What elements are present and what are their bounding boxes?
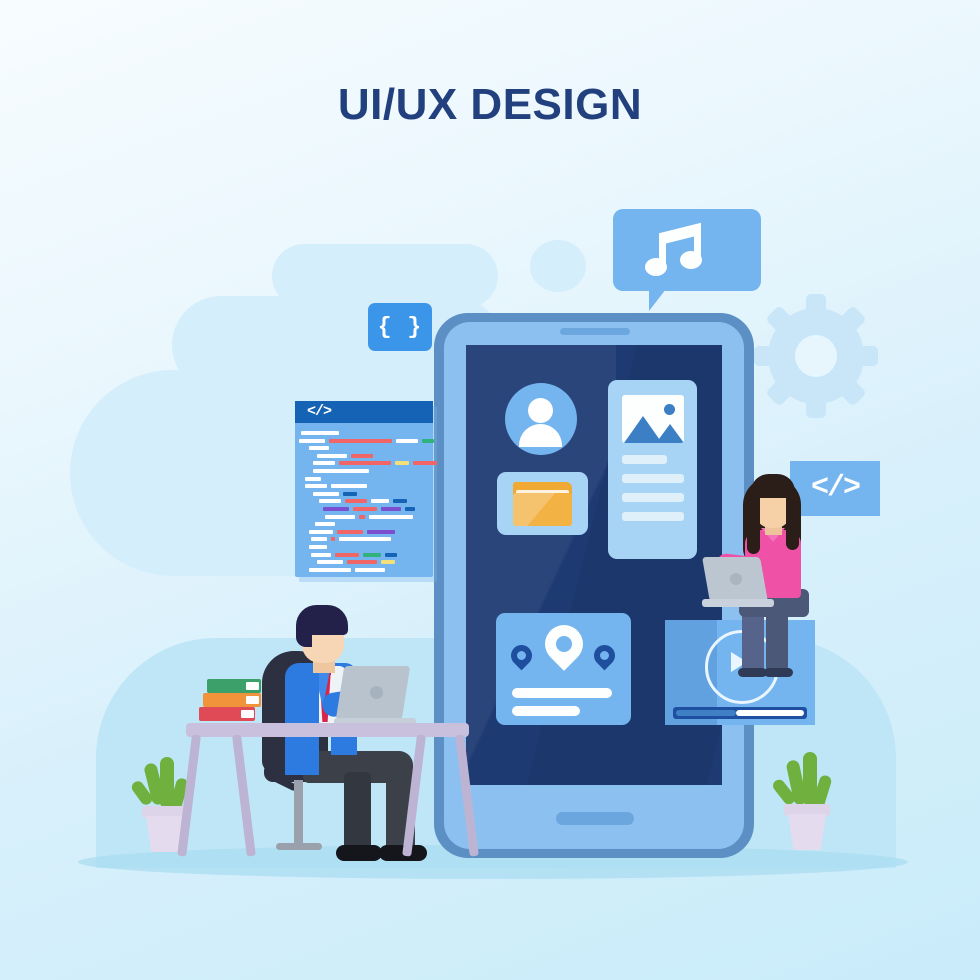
image-card-text-line [622, 493, 684, 502]
code-token [309, 529, 333, 534]
code-token [359, 514, 365, 519]
map-card-text-line [512, 688, 612, 698]
desk-top [186, 723, 469, 737]
man-laptop-logo [370, 686, 383, 699]
code-token [393, 499, 407, 504]
office-chair-base [276, 843, 322, 850]
phone-home-button[interactable] [556, 812, 634, 825]
code-token [331, 537, 335, 542]
code-token [367, 529, 395, 534]
code-token [381, 560, 395, 565]
code-token [325, 514, 355, 519]
code-token [353, 507, 377, 511]
code-token [313, 491, 339, 496]
image-card-text-line [622, 455, 667, 464]
music-note-head-right [680, 251, 702, 269]
code-token [347, 560, 377, 565]
cloud-dot [530, 240, 586, 292]
code-token [355, 567, 385, 572]
code-token [369, 514, 413, 519]
code-token [351, 453, 373, 458]
music-note-stem-left [659, 234, 666, 268]
woman-laptop-base [702, 599, 774, 607]
code-token [313, 461, 335, 466]
folder-icon-line [516, 490, 569, 494]
folder-icon-tab [513, 482, 543, 490]
code-editor-body [295, 427, 437, 577]
code-tag-badge: </> [790, 461, 880, 516]
map-pin-small-left-hole [517, 651, 526, 660]
code-token [396, 438, 418, 443]
code-token [311, 552, 331, 557]
code-token [313, 469, 369, 473]
braces-badge: { } [368, 303, 432, 351]
code-token [345, 499, 367, 504]
braces-badge-label: { } [377, 314, 423, 340]
image-thumbnail-icon [622, 395, 684, 443]
music-note-stem-right [694, 227, 701, 261]
code-token [371, 499, 389, 504]
code-token [317, 453, 347, 458]
code-token [311, 537, 327, 542]
phone-speaker [560, 328, 630, 335]
folder-icon-front [513, 493, 572, 526]
code-token [305, 484, 327, 489]
woman-laptop-logo [730, 573, 742, 585]
bubble-tail [649, 289, 666, 311]
code-token [299, 438, 325, 443]
code-token [305, 476, 321, 481]
code-token [309, 446, 329, 451]
code-token [337, 529, 363, 534]
music-note-bubble [613, 209, 761, 291]
code-token [335, 552, 359, 557]
code-editor-titlebar: </> [295, 401, 433, 423]
man-laptop-base [334, 718, 416, 727]
code-token [339, 537, 391, 542]
map-pin-small-right-hole [600, 651, 609, 660]
code-token [301, 431, 339, 435]
code-token [317, 560, 343, 565]
code-token [331, 484, 367, 489]
folder-icon-gloss [513, 493, 572, 526]
code-token [329, 438, 392, 443]
code-token [339, 461, 391, 466]
gear-icon [754, 294, 878, 418]
code-token [422, 438, 434, 443]
code-token [395, 461, 409, 466]
code-token [405, 507, 415, 511]
code-token [319, 499, 341, 504]
code-tag-badge-label: </> [810, 471, 861, 505]
code-token [343, 491, 357, 496]
map-pin-hole [556, 636, 572, 652]
code-token [413, 461, 437, 466]
image-card-text-line [622, 512, 684, 521]
video-progress-fill [676, 710, 736, 716]
code-token [309, 567, 351, 572]
code-editor-tag-label: </> [307, 403, 332, 420]
code-token [385, 552, 397, 557]
code-token [381, 507, 401, 511]
page-title: UI/UX DESIGN [337, 80, 643, 129]
code-token [323, 507, 349, 511]
office-chair-stem [294, 780, 303, 846]
music-note-head-left [645, 258, 667, 276]
avatar-body-icon [519, 424, 562, 447]
image-card-text-line [622, 474, 684, 483]
code-token [309, 545, 327, 549]
code-token [363, 552, 381, 557]
video-progress-remaining [736, 710, 804, 716]
code-token [315, 522, 335, 527]
map-card-text-line [512, 706, 580, 716]
avatar-head-icon [528, 398, 553, 423]
